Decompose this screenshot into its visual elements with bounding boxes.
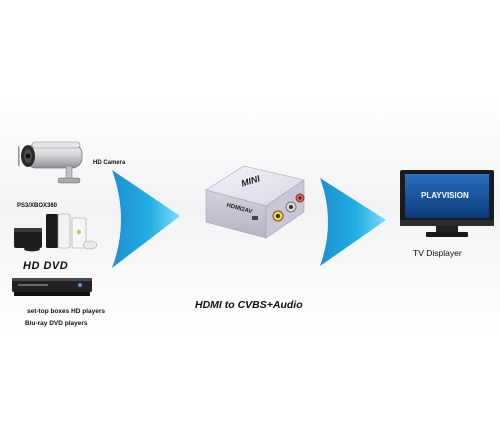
hd-dvd-logo: HD DVD: [23, 260, 69, 272]
tv-icon: [400, 170, 494, 237]
source-label-dvd-line1: set-top boxes HD players: [27, 308, 106, 315]
converter-box-icon: [205, 165, 305, 239]
diagram-caption: HDMI to CVBS+Audio: [195, 299, 303, 311]
game-console-icon: [14, 213, 98, 252]
dvd-player-icon: [12, 278, 92, 296]
tv-screen-text: PLAYVISION: [421, 191, 469, 200]
security-camera-icon: [18, 141, 83, 184]
source-label-consoles: PS3/XBOX360: [17, 203, 58, 209]
arrow-source-to-converter: [112, 170, 180, 268]
source-label-dvd-line2: Blu-ray DVD players: [25, 320, 88, 327]
source-label-camera: HD Camera: [93, 160, 126, 166]
arrow-converter-to-tv: [320, 178, 386, 266]
display-label: TV Displayer: [413, 248, 462, 258]
